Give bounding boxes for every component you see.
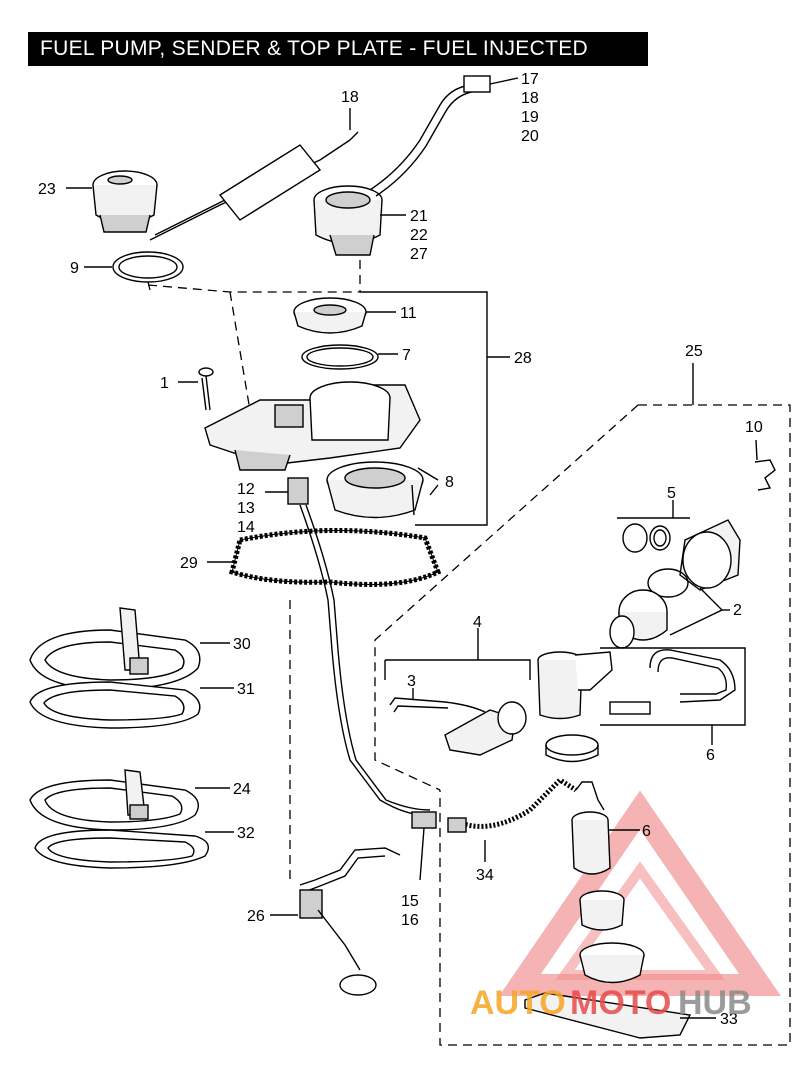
callout-13: 13: [237, 500, 255, 517]
screw-1: [198, 367, 214, 411]
seal-8: [326, 461, 424, 519]
gasket-30: [29, 607, 201, 691]
float-arm-3: [389, 697, 486, 713]
callout-31: 31: [237, 681, 255, 698]
callout-33: 33: [720, 1011, 738, 1028]
callout-34: 34: [476, 867, 494, 884]
callout-7: 7: [402, 347, 411, 364]
callout-5: 5: [667, 485, 676, 502]
watermark-text-moto: MOTO: [570, 984, 671, 1022]
sender-cap-23: [92, 170, 158, 233]
strainer-33: [524, 992, 692, 1039]
pump-isolator: [579, 890, 625, 931]
clamp-ring: [545, 734, 599, 756]
filter-housing: [679, 519, 741, 591]
callout-29: 29: [180, 555, 198, 572]
callout-3: 3: [407, 673, 416, 690]
fitting-5: [622, 523, 671, 553]
fuel-pump-6: [571, 781, 611, 875]
connector-15: [411, 811, 437, 829]
callout-20: 20: [521, 128, 539, 145]
sender-wire: [299, 504, 426, 816]
clip-10: [754, 459, 776, 491]
pump-cable: [369, 84, 471, 191]
callout-17: 17: [521, 71, 539, 88]
electrical-connector-17: [463, 75, 491, 93]
callout-8: 8: [445, 474, 454, 491]
callout-19: 19: [521, 109, 539, 126]
pump-strainer: [579, 942, 645, 984]
callout-11: 11: [400, 305, 417, 322]
wire-harness-18: [149, 131, 359, 241]
callout-18: 18: [341, 89, 359, 106]
callout-2: 2: [733, 602, 742, 619]
callout-6: 6: [642, 823, 651, 840]
callout-16: 16: [401, 912, 419, 929]
callout-28: 28: [514, 350, 532, 367]
callout-21: 21: [410, 208, 428, 225]
pump-top-cap-21: [313, 185, 383, 256]
callout-22: 22: [410, 227, 428, 244]
callout-14: 14: [237, 519, 255, 536]
connector-12: [287, 477, 309, 505]
callout-26: 26: [247, 908, 265, 925]
fuel-level-sender-26: [299, 847, 401, 996]
callout-32: 32: [237, 825, 255, 842]
pump-reservoir: [537, 651, 613, 720]
bracket-28: [360, 291, 488, 526]
o-ring-2: [647, 568, 689, 598]
callout-4: 4: [473, 614, 482, 631]
callout-23: 23: [38, 181, 56, 198]
fuel-hose-6: [649, 649, 736, 703]
top-plate-cap-11: [293, 297, 367, 334]
callout-15: 15: [401, 893, 419, 910]
callout-10: 10: [745, 419, 763, 436]
fuel-filter-2: [609, 589, 668, 649]
watermark-text-hub: HUB: [678, 984, 752, 1022]
diagram-title: FUEL PUMP, SENDER & TOP PLATE - FUEL INJ…: [28, 32, 648, 66]
gasket-32: [34, 829, 209, 869]
watermark-text-auto: AUTO: [470, 984, 566, 1022]
gasket-29: [229, 528, 442, 587]
callout-27: 27: [410, 246, 428, 263]
callout-6: 6: [706, 747, 715, 764]
gasket-31: [29, 681, 201, 729]
callout-1: 1: [160, 375, 169, 392]
pump-bracket: [444, 701, 527, 756]
callout-18: 18: [521, 90, 539, 107]
callout-30: 30: [233, 636, 251, 653]
callout-25: 25: [685, 343, 703, 360]
callout-12: 12: [237, 481, 255, 498]
pump-wire-34: [457, 776, 578, 829]
callout-9: 9: [70, 260, 79, 277]
top-plate: [204, 381, 421, 471]
o-ring-7: [301, 344, 379, 370]
gasket-24: [29, 769, 199, 831]
callout-24: 24: [233, 781, 251, 798]
